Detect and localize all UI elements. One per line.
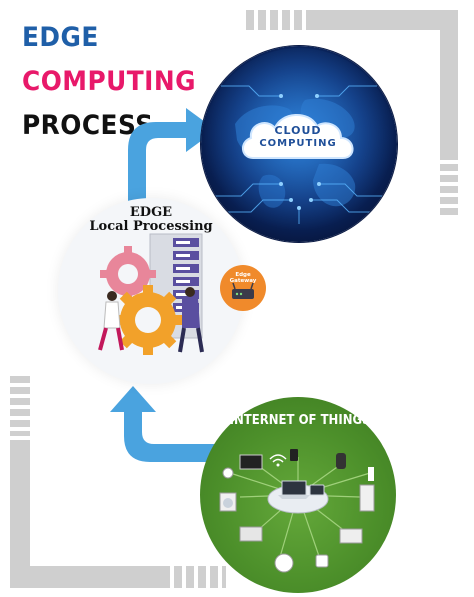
frame-left-bar: [10, 440, 30, 588]
camera-icon: [222, 467, 234, 479]
frame-top-bar: [306, 10, 458, 30]
tablet-icon: [309, 484, 325, 496]
robot-vacuum-icon: [274, 553, 294, 573]
gateway-label-line1: Edge: [235, 272, 251, 278]
iot-title: INTERNET OF THINGS: [229, 413, 371, 428]
arrow-iot-to-edge-icon: [110, 386, 220, 462]
worker-left-icon: [98, 291, 124, 351]
gateway-label-line2: Gateway: [229, 278, 257, 284]
worker-right-icon: [178, 287, 204, 353]
frame-right-bar: [440, 10, 458, 160]
edge-title-line2: Local Processing: [89, 219, 213, 234]
edge-gateway-badge: [220, 265, 266, 311]
orange-gear-icon: [113, 285, 183, 355]
iot-devices-network: [219, 449, 375, 573]
frame-right-stripes: [440, 164, 458, 216]
tv-icon: [239, 454, 263, 470]
edge-title-line1: EDGE: [129, 205, 173, 220]
cloud-label-line1: CLOUD: [274, 124, 322, 137]
cloud-globe: [201, 46, 397, 242]
phone-icon: [290, 449, 298, 461]
cloud-label-line2: COMPUTING: [259, 138, 337, 149]
globe-network-icon: [203, 48, 395, 240]
frame-left-stripes: [10, 376, 30, 436]
iot-circle: [200, 397, 396, 593]
arrow-edge-to-cloud-icon: [128, 108, 216, 205]
title-edge: EDGE: [22, 22, 99, 53]
edge-server-illustration: [98, 233, 204, 355]
smart-plug-icon: [315, 554, 329, 568]
frame-bottom-bar: [10, 566, 170, 588]
wifi-icon: [269, 454, 287, 463]
lamp-icon: [368, 467, 374, 481]
laptop-icon: [281, 480, 307, 496]
frame-top-stripes: [246, 10, 302, 30]
pink-gear-icon: [100, 246, 156, 302]
title-computing: COMPUTING: [22, 66, 196, 97]
fridge-icon: [359, 484, 375, 512]
router-icon: [232, 282, 254, 299]
frame-bottom-stripes: [174, 566, 226, 588]
speaker-icon: [336, 453, 346, 469]
cloud-icon: [242, 114, 354, 159]
printer-icon: [339, 528, 363, 544]
microwave-icon: [239, 526, 263, 542]
